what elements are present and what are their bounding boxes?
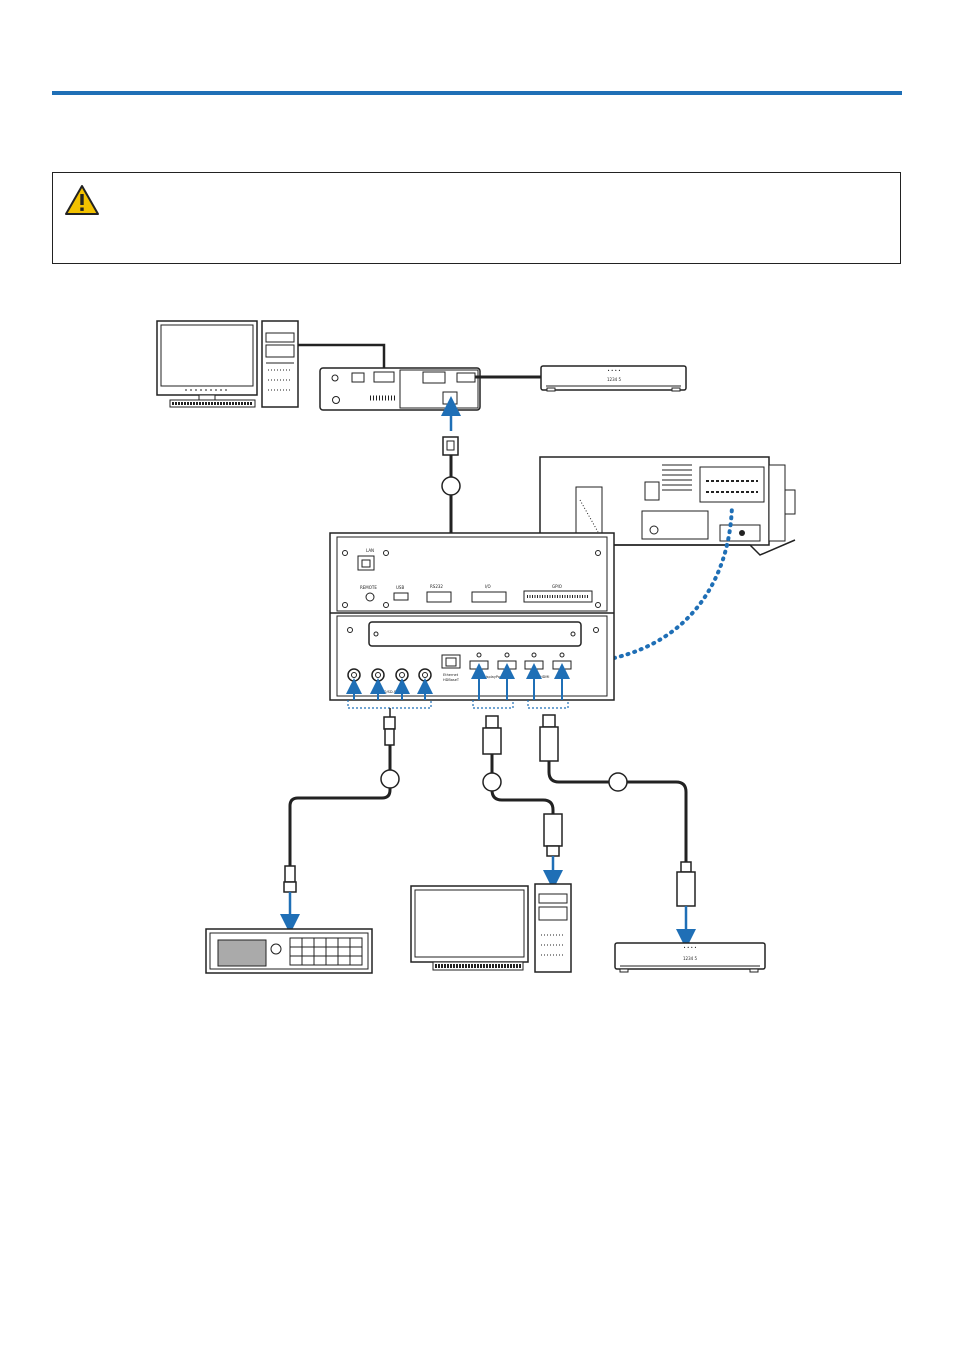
remote-label: REMOTE (360, 585, 377, 590)
hdmi-label: HDMI (540, 675, 549, 679)
usb-label: USB (396, 585, 404, 590)
cable-marker (608, 772, 628, 792)
bottom-pc-monitor (410, 885, 529, 971)
player-label: 1234 5 (607, 377, 621, 382)
svg-text:• • • •: • • • • (683, 945, 696, 950)
rs232-label: RS232 (430, 584, 443, 589)
top-rule (52, 91, 902, 95)
option-board: LAN REMOTE USB RS232 I/O GPIO IN1 IN2 IN… (329, 532, 615, 701)
player-label-bottom: 1234 5 (683, 956, 697, 961)
lan-label: LAN (366, 548, 374, 553)
warning-triangle-icon (65, 185, 99, 215)
bottom-pc-tower (534, 883, 572, 973)
caution-box (52, 172, 901, 264)
bnc-1-label: IN1 (350, 685, 356, 689)
top-media-player: • • • • 1234 5 (540, 365, 687, 392)
svg-text:• • • •: • • • • (607, 368, 620, 373)
bnc-3-label: IN3 (398, 685, 404, 689)
bnc-2-label: IN2 (374, 685, 380, 689)
sdi-label: 3G/HD/SD-SDI (375, 690, 400, 694)
cable-marker (380, 769, 400, 789)
hdbaset-label: HDBaseT (443, 678, 460, 682)
bottom-media-player: • • • • 1234 5 (614, 942, 766, 973)
displayport-label: DisplayPort (483, 675, 503, 679)
hdbaset-transmitter (319, 367, 481, 411)
cable-marker (441, 476, 461, 496)
sdi-device (205, 928, 373, 974)
top-pc-tower (261, 320, 299, 408)
ethernet-label: Ethernet (443, 673, 459, 677)
io-label: I/O (485, 584, 491, 589)
cable-marker (482, 772, 502, 792)
top-pc-monitor (156, 320, 258, 408)
gpio-label: GPIO (552, 584, 562, 589)
